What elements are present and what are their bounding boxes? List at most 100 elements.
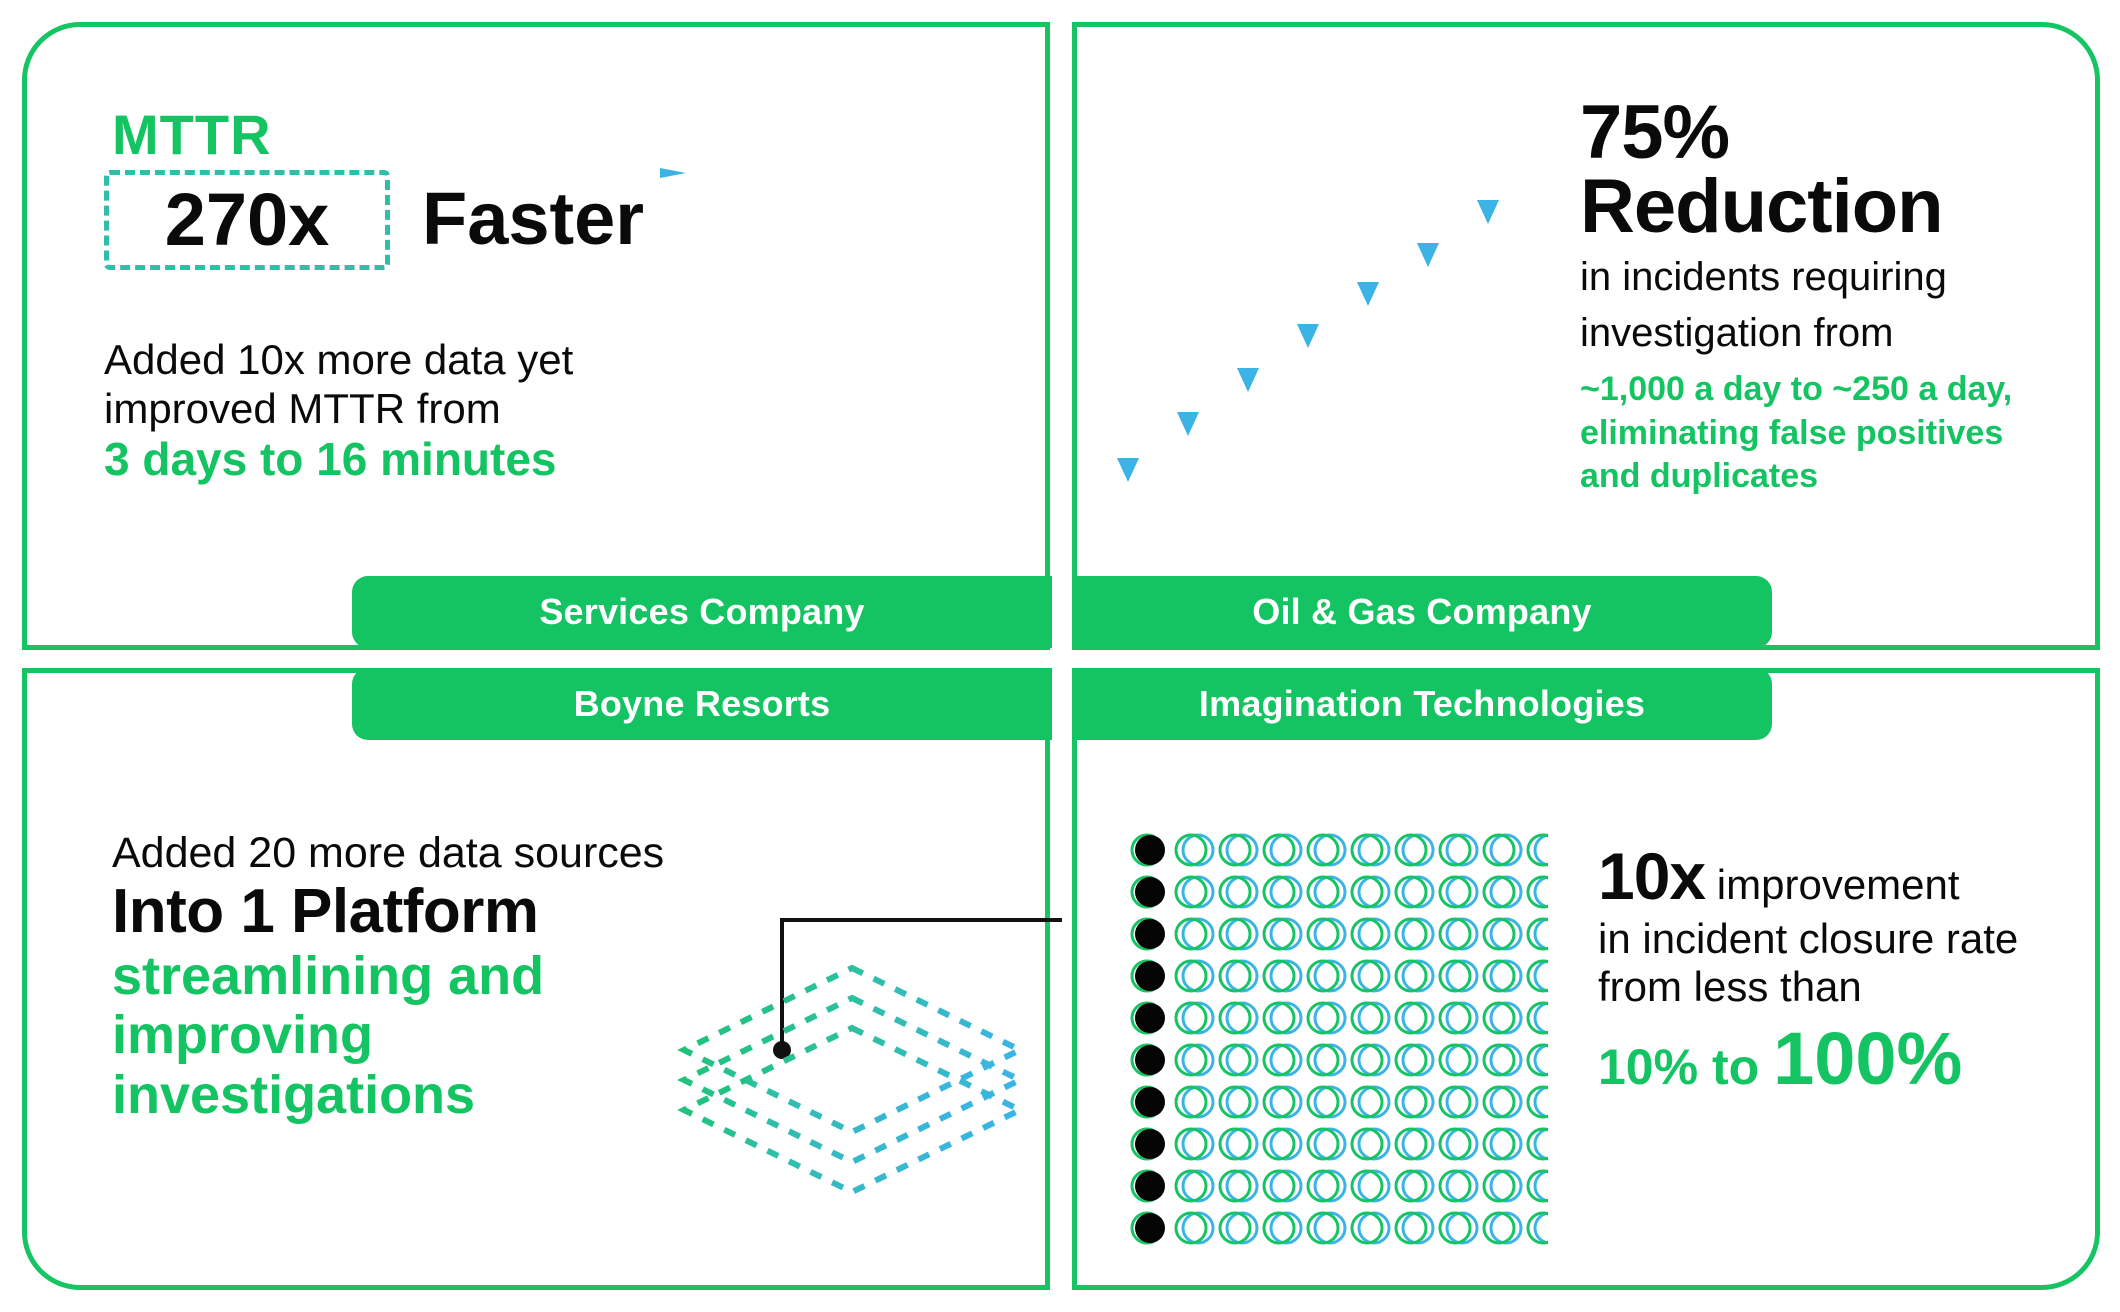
- waffle-dot-empty: [1438, 875, 1472, 909]
- waffle-dot-empty: [1218, 1169, 1252, 1203]
- waffle-dot-empty: [1174, 1085, 1208, 1119]
- waffle-dot-empty: [1533, 959, 1548, 993]
- services-body-line2: improved MTTR from: [104, 384, 501, 432]
- waffle-dot-empty: [1306, 959, 1340, 993]
- waffle-dot-empty: [1533, 1043, 1548, 1077]
- waffle-dot-empty: [1174, 1127, 1208, 1161]
- waffle-dot-empty: [1357, 1043, 1391, 1077]
- waffle-dot-empty: [1482, 1211, 1516, 1245]
- tag-imagination-technologies: Imagination Technologies: [1072, 668, 1772, 740]
- waffle-dot-empty: [1489, 959, 1523, 993]
- waffle-dot-empty: [1438, 1043, 1472, 1077]
- waffle-dot-filled: [1135, 1045, 1165, 1075]
- waffle-dot-empty: [1181, 875, 1215, 909]
- waffle-dot-empty: [1313, 959, 1347, 993]
- waffle-dot-empty: [1269, 1085, 1303, 1119]
- waffle-dot-empty: [1533, 1127, 1548, 1161]
- waffle-dot-empty: [1350, 1043, 1384, 1077]
- waffle-dot-empty: [1445, 1169, 1479, 1203]
- boyne-line2: Into 1 Platform: [112, 877, 539, 947]
- waffle-dot-empty: [1225, 1211, 1259, 1245]
- waffle-dot-empty: [1533, 1169, 1548, 1203]
- waffle-dot-empty: [1394, 1085, 1428, 1119]
- waffle-dot-empty: [1313, 1001, 1347, 1035]
- waffle-dot-empty: [1262, 1001, 1296, 1035]
- waffle-dot-empty: [1482, 1085, 1516, 1119]
- waffle-dot-empty: [1357, 1127, 1391, 1161]
- waffle-dot-empty: [1306, 917, 1340, 951]
- waffle-dot-empty: [1401, 917, 1435, 951]
- waffle-dot-filled: [1135, 1171, 1165, 1201]
- reduction-sub-line2: investigation from: [1580, 310, 1894, 355]
- waffle-dot-empty: [1482, 833, 1516, 867]
- waffle-dot-empty: [1438, 917, 1472, 951]
- waffle-dot-empty: [1269, 1043, 1303, 1077]
- waffle-dot-empty: [1350, 959, 1384, 993]
- waffle-dot-empty: [1438, 1127, 1472, 1161]
- waffle-dot-empty: [1489, 1211, 1523, 1245]
- waffle-dot-empty: [1306, 1127, 1340, 1161]
- waffle-dot-empty: [1489, 833, 1523, 867]
- waffle-dot-filled: [1135, 1213, 1165, 1243]
- waffle-dot-empty: [1482, 1001, 1516, 1035]
- waffle-dot-empty: [1401, 833, 1435, 867]
- waffle-dot-empty: [1306, 833, 1340, 867]
- waffle-dot-empty: [1262, 833, 1296, 867]
- waffle-dot-empty: [1313, 1085, 1347, 1119]
- reduction-sub-line1: in incidents requiring: [1580, 254, 1947, 299]
- waffle-dot-empty: [1357, 833, 1391, 867]
- waffle-dot-empty: [1262, 1085, 1296, 1119]
- waffle-dot-empty: [1445, 1001, 1479, 1035]
- waffle-dot-empty: [1445, 1211, 1479, 1245]
- reduction-highlight-line2: eliminating false positives: [1580, 413, 2004, 452]
- waffle-dot-empty: [1174, 1043, 1208, 1077]
- imagination-text-block: 10x improvement in incident closure rate…: [1598, 838, 2098, 1099]
- waffle-dot-empty: [1482, 1043, 1516, 1077]
- boyne-highlight-line1: streamlining and: [112, 945, 545, 1006]
- reduction-metric-line2: Reduction: [1580, 164, 1944, 250]
- waffle-dot-empty: [1313, 1211, 1347, 1245]
- waffle-dot-empty: [1533, 1001, 1548, 1035]
- waffle-dot-empty: [1489, 1127, 1523, 1161]
- waffle-dot-empty: [1489, 1043, 1523, 1077]
- waffle-dot-empty: [1533, 875, 1548, 909]
- waffle-dot-empty: [1262, 917, 1296, 951]
- waffle-dot-empty: [1489, 1169, 1523, 1203]
- waffle-dot-empty: [1445, 959, 1479, 993]
- waffle-dot-empty: [1350, 1127, 1384, 1161]
- waffle-dot-empty: [1218, 959, 1252, 993]
- mttr-metric-word: Faster: [422, 177, 645, 260]
- waffle-dot-empty: [1269, 1211, 1303, 1245]
- waffle-dot-empty: [1482, 959, 1516, 993]
- waffle-dot-empty: [1401, 1085, 1435, 1119]
- waffle-dot-filled: [1135, 919, 1165, 949]
- boyne-highlight-line2: improving: [112, 1005, 374, 1066]
- waffle-dot-empty: [1401, 1211, 1435, 1245]
- waffle-dot-empty: [1445, 917, 1479, 951]
- waffle-dot-empty: [1438, 1001, 1472, 1035]
- waffle-dot-empty: [1269, 875, 1303, 909]
- waffle-dot-empty: [1218, 1043, 1252, 1077]
- waffle-dot-empty: [1225, 959, 1259, 993]
- waffle-dot-empty: [1174, 1169, 1208, 1203]
- panel-oil-gas-company: [1072, 22, 2100, 650]
- services-body-highlight: 3 days to 16 minutes: [104, 433, 557, 486]
- waffle-dot-empty: [1181, 1043, 1215, 1077]
- waffle-dot-empty: [1181, 959, 1215, 993]
- waffle-dot-filled: [1135, 1129, 1165, 1159]
- waffle-dot-empty: [1269, 1169, 1303, 1203]
- waffle-dot-empty: [1357, 875, 1391, 909]
- waffle-dot-empty: [1394, 833, 1428, 867]
- reduction-highlight-line1: ~1,000 a day to ~250 a day,: [1580, 370, 2013, 409]
- waffle-dot-empty: [1526, 1211, 1548, 1245]
- waffle-dot-empty: [1218, 1001, 1252, 1035]
- waffle-dot-empty: [1394, 875, 1428, 909]
- waffle-dot-empty: [1357, 1211, 1391, 1245]
- waffle-dot-empty: [1269, 959, 1303, 993]
- closure-highlight-large: 100%: [1773, 1016, 1963, 1100]
- waffle-dot-empty: [1174, 1001, 1208, 1035]
- waffle-dot-empty: [1394, 959, 1428, 993]
- descending-arrows-icon: [1117, 118, 1499, 482]
- waffle-dot-empty: [1482, 1169, 1516, 1203]
- oil-gas-text-block: 75% Reduction in incidents requiring inv…: [1580, 94, 2090, 499]
